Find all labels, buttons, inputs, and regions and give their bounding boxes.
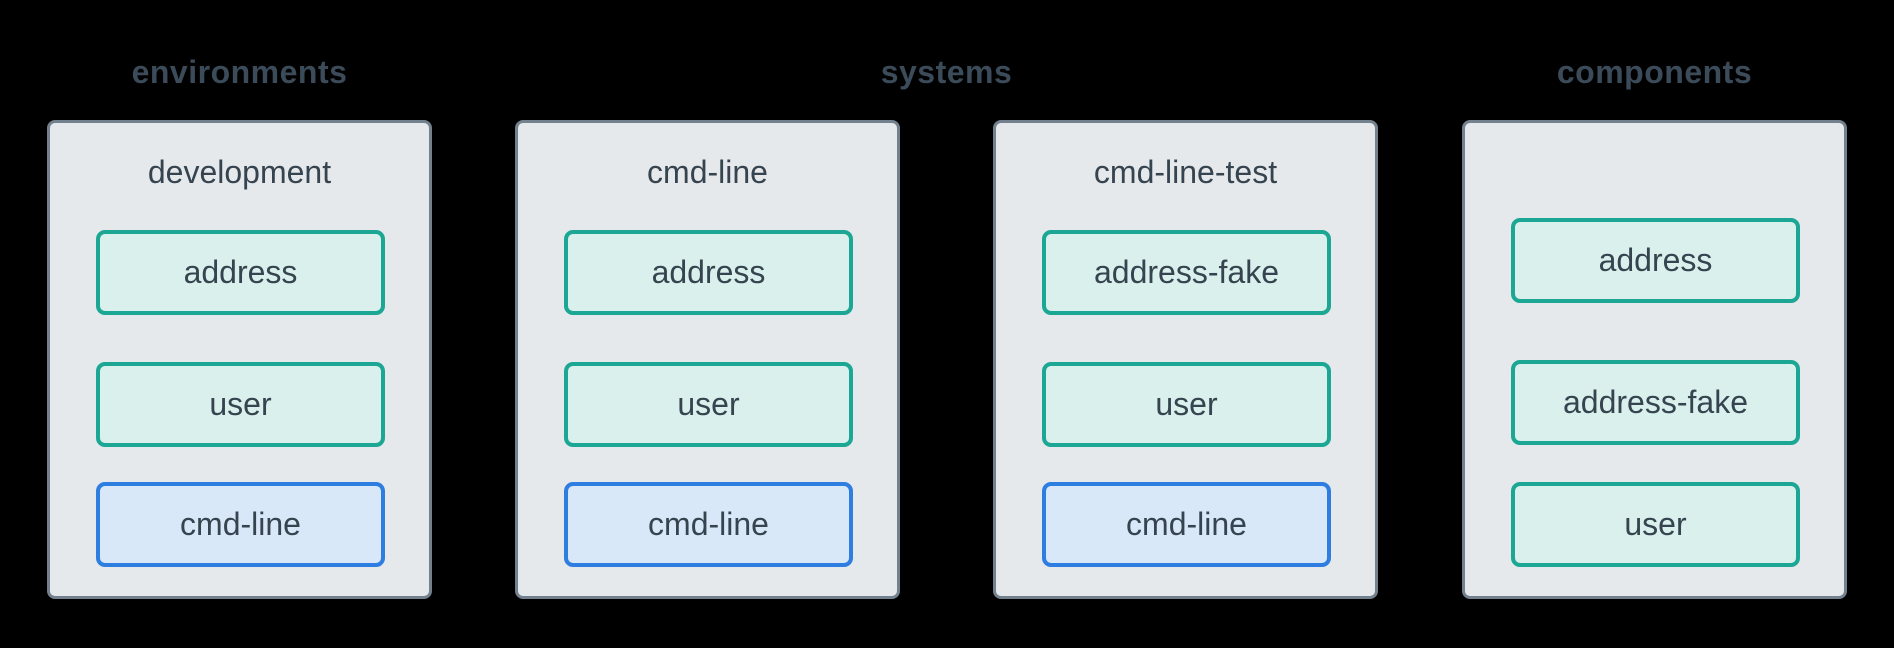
panel-cmd-line: cmd-line address user cmd-line [515,120,900,599]
node-user: user [564,362,853,447]
node-cmd-line: cmd-line [564,482,853,567]
node-cmd-line: cmd-line [96,482,385,567]
node-address: address [1511,218,1800,303]
panel-components: address address-fake user [1462,120,1847,599]
panel-cmd-line-test: cmd-line-test address-fake user cmd-line [993,120,1378,599]
group-label-components: components [1556,54,1753,90]
panel-title-cmd-line: cmd-line [647,154,768,190]
node-address-fake: address-fake [1042,230,1331,315]
node-user: user [96,362,385,447]
group-label-environments: environments [131,54,348,90]
panel-title-development: development [147,154,332,190]
node-user: user [1511,482,1800,567]
panel-development: development address user cmd-line [47,120,432,599]
node-cmd-line: cmd-line [1042,482,1331,567]
node-address-fake: address-fake [1511,360,1800,445]
panel-title-cmd-line-test: cmd-line-test [1093,154,1278,190]
node-address: address [564,230,853,315]
node-address: address [96,230,385,315]
node-user: user [1042,362,1331,447]
group-label-systems: systems [880,54,1013,90]
